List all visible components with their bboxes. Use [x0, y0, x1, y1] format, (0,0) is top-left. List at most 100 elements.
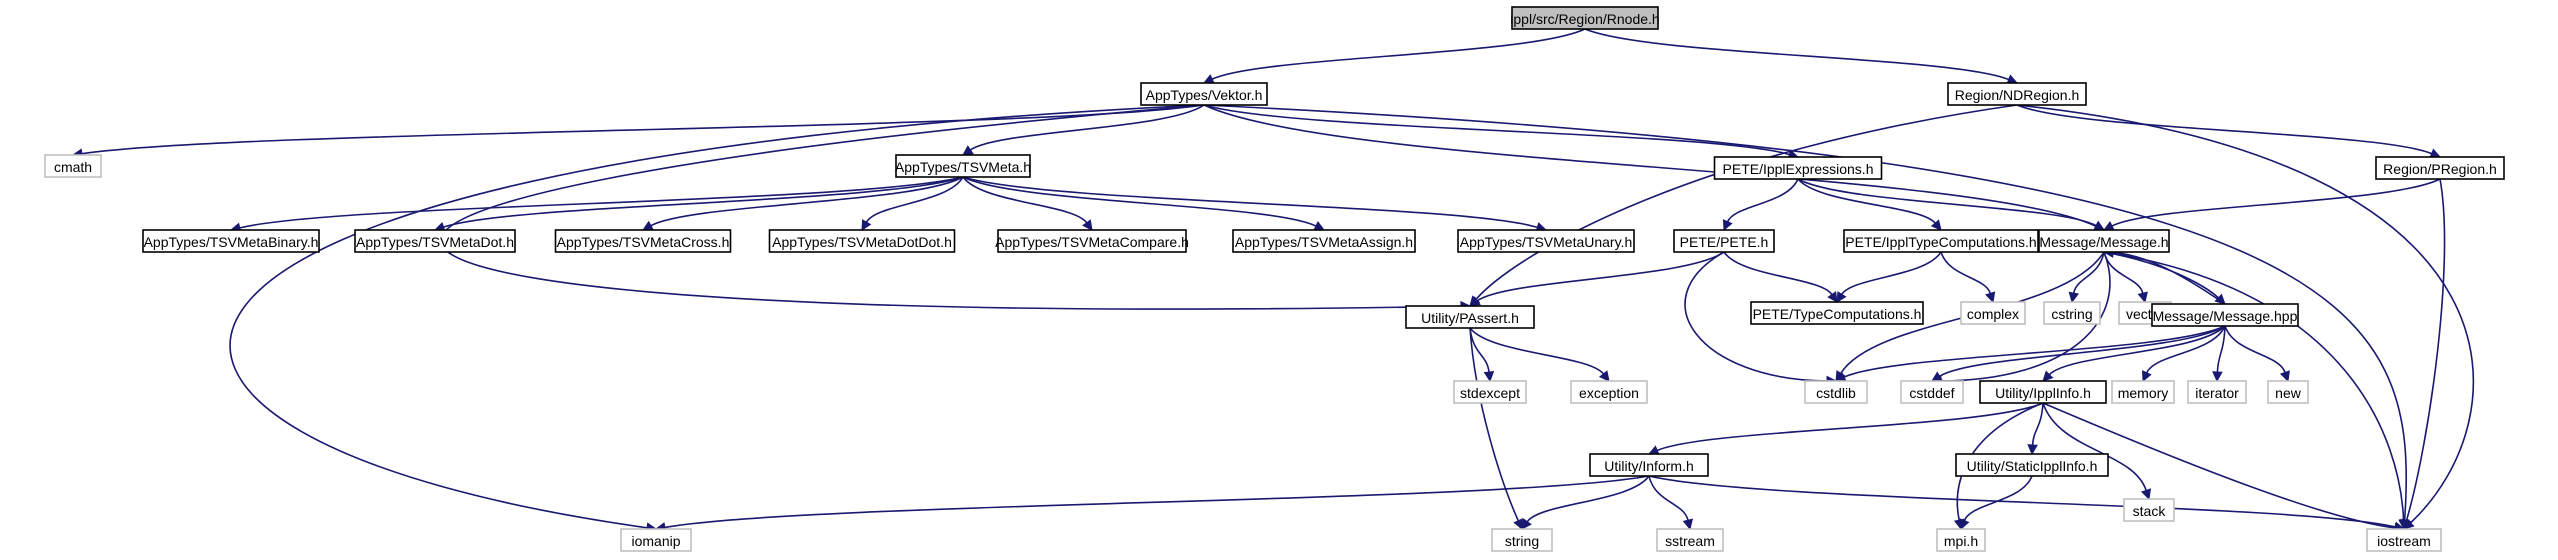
edge-line [2072, 251, 2105, 294]
arrowhead-icon [1722, 219, 1733, 232]
edge-tsvmeta-to-tsvcmp [962, 176, 1093, 231]
node-label: Region/NDRegion.h [1955, 87, 2080, 103]
edge-line [2111, 178, 2441, 227]
node-tsvcmp[interactable]: AppTypes/TSVMetaCompare.h [995, 229, 1189, 253]
node-box [895, 154, 1031, 178]
node-ipplexpr[interactable]: PETE/IpplExpressions.h [1713, 156, 1883, 180]
node-ipplinfo[interactable]: Utility/IpplInfo.h [1979, 380, 2107, 404]
edge-line [443, 176, 964, 228]
edge-line [1726, 178, 1799, 223]
node-label: Utility/StaticIpplInfo.h [1967, 458, 2098, 474]
edge-vektor-to-cmath [71, 104, 1205, 159]
arrowhead-icon [2212, 371, 2223, 383]
edge-line [2042, 402, 2147, 491]
edge-passert-to-stdexcept [1469, 327, 1495, 383]
edge-pregion-to-message [2103, 178, 2441, 231]
edge-line [2103, 251, 2405, 521]
node-box [1750, 301, 1924, 325]
edge-messagehpp-to-new [2224, 325, 2290, 383]
node-label: sstream [1665, 533, 1715, 549]
node-label: Message/Message.hpp [2153, 308, 2298, 324]
node-sstream: sstream [1656, 528, 1724, 552]
node-label: complex [1967, 306, 2019, 322]
edge-inform-to-iomanip [654, 475, 1650, 533]
node-box [2111, 380, 2175, 404]
node-stack: stack [2123, 498, 2175, 522]
node-tsvcross[interactable]: AppTypes/TSVMetaCross.h [554, 229, 732, 253]
node-box [1936, 528, 1986, 552]
arrowhead-icon [2137, 291, 2148, 304]
edge-ipplinfo-to-staticippl [2027, 402, 2044, 456]
node-ippltype[interactable]: PETE/IpplTypeComputations.h [1843, 229, 2039, 253]
node-tsvunary[interactable]: AppTypes/TSVMetaUnary.h [1457, 229, 1635, 253]
edge-line [2145, 325, 2226, 374]
node-box [1570, 380, 1648, 404]
edge-message-to-iostream [2103, 251, 2409, 531]
node-box [1656, 528, 1724, 552]
node-box [2366, 528, 2442, 552]
node-label: ippl/src/Region/Rnode.h [1510, 11, 1659, 27]
node-box [1457, 229, 1635, 253]
node-tsvassign[interactable]: AppTypes/TSVMetaAssign.h [1232, 229, 1416, 253]
edge-line [1797, 178, 2097, 227]
edge-ipplexpr-to-pete [1722, 178, 1799, 232]
node-iostream: iostream [2366, 528, 2442, 552]
node-pete[interactable]: PETE/PETE.h [1673, 229, 1775, 253]
node-label: cmath [54, 159, 92, 175]
node-staticippl[interactable]: Utility/StaticIpplInfo.h [1955, 453, 2109, 477]
edge-pete-to-typecomp [1723, 251, 1838, 303]
node-cstdlib: cstdlib [1804, 380, 1868, 404]
node-inform[interactable]: Utility/Inform.h [1589, 453, 1709, 477]
arrowhead-icon [962, 145, 974, 156]
node-message[interactable]: Message/Message.h [2038, 229, 2170, 253]
node-box [2267, 380, 2309, 404]
arrowhead-icon [642, 220, 654, 231]
node-box [1713, 156, 1883, 180]
edge-tsvmeta-to-tsvdotdot [861, 176, 964, 231]
node-box [1947, 82, 2087, 106]
node-passert[interactable]: Utility/PAssert.h [1405, 305, 1535, 329]
node-label: cstring [2051, 306, 2092, 322]
node-label: stack [2133, 503, 2167, 519]
node-label: memory [2118, 385, 2169, 401]
node-label: PETE/TypeComputations.h [1753, 306, 1922, 322]
edge-line [2224, 325, 2286, 373]
node-tsvmeta[interactable]: AppTypes/TSVMeta.h [895, 154, 1031, 178]
edge-line [1469, 327, 1605, 375]
node-stdexcept: stdexcept [1453, 380, 1527, 404]
node-box [554, 229, 732, 253]
arrowhead-icon [1682, 518, 1694, 531]
node-box [1140, 82, 1268, 106]
node-rnode[interactable]: ippl/src/Region/Rnode.h [1510, 6, 1660, 30]
node-box [768, 229, 956, 253]
edge-line [2016, 104, 2432, 155]
node-box [997, 229, 1187, 253]
node-label: Utility/Inform.h [1604, 458, 1693, 474]
edge-line [650, 176, 964, 227]
arrowhead-icon [1313, 221, 1326, 231]
node-messagehpp[interactable]: Message/Message.hpp [2151, 303, 2299, 327]
edge-line [1939, 325, 2226, 377]
node-label: iostream [2377, 533, 2431, 549]
node-tsvdotdot[interactable]: AppTypes/TSVMetaDotDot.h [768, 229, 956, 253]
edge-ndregion-to-passert [1469, 104, 2018, 307]
edge-line [1476, 251, 1725, 302]
arrowhead-icon [1598, 370, 1610, 382]
edge-message-to-vector [2103, 251, 2148, 304]
node-ndregion[interactable]: Region/NDRegion.h [1947, 82, 2087, 106]
node-vektor[interactable]: AppTypes/Vektor.h [1140, 82, 1268, 106]
node-box [354, 229, 516, 253]
node-tsvdot[interactable]: AppTypes/TSVMetaDot.h [354, 229, 516, 253]
edge-line [1211, 28, 1586, 80]
node-box [1960, 301, 2026, 325]
arrowhead-icon [1513, 518, 1523, 531]
node-box [1900, 380, 1964, 404]
node-pregion[interactable]: Region/PRegion.h [2375, 156, 2505, 180]
node-cstddef: cstddef [1900, 380, 1964, 404]
arrowhead-icon [2042, 370, 2054, 382]
node-tsvbin[interactable]: AppTypes/TSVMetaBinary.h [142, 229, 320, 253]
arrowhead-icon [1931, 371, 1943, 382]
arrowhead-icon [1959, 518, 1970, 531]
node-typecomp[interactable]: PETE/TypeComputations.h [1750, 301, 1924, 325]
edge-line [1526, 475, 1650, 523]
